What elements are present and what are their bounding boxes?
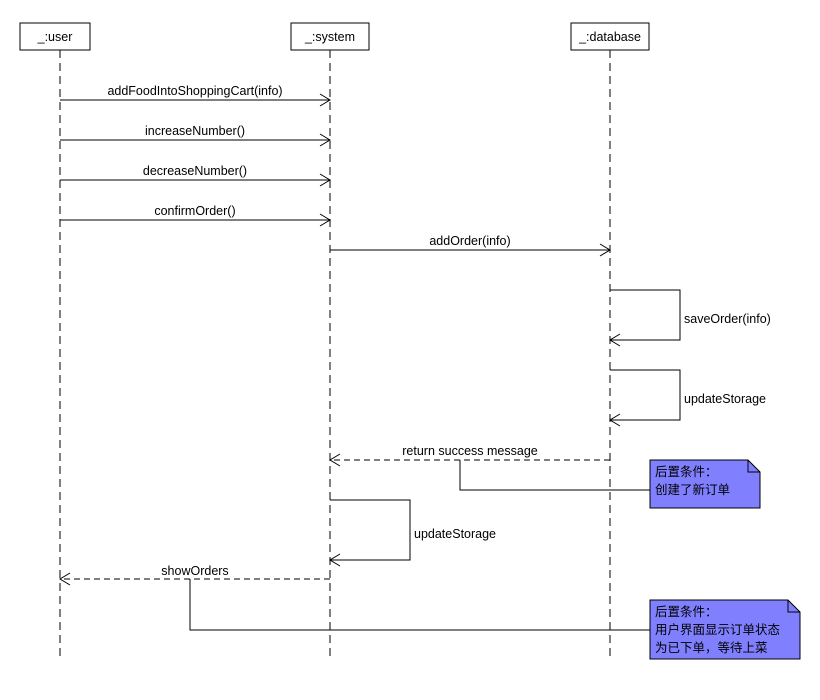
message-label: increaseNumber() [145, 124, 245, 138]
message-label: updateStorage [414, 527, 496, 541]
message-increase-number[interactable]: increaseNumber() [60, 124, 331, 147]
message-show-orders[interactable]: showOrders [59, 564, 330, 586]
message-save-order[interactable]: saveOrder(info) [609, 289, 771, 347]
note-connector [189, 579, 650, 631]
note-connector [459, 460, 650, 491]
note-line: 用户界面显示订单状态 [655, 622, 780, 637]
message-add-order[interactable]: addOrder(info) [330, 234, 611, 257]
note-line: 创建了新订单 [655, 482, 730, 497]
lifeline-user[interactable]: _:user [19, 22, 91, 51]
lifeline-database[interactable]: _:database [570, 22, 650, 51]
note-line: 后置条件： [655, 604, 718, 619]
message-label: updateStorage [684, 392, 766, 406]
message-label: addFoodIntoShoppingCart(info) [107, 84, 282, 98]
lifeline-database-label: _:database [578, 30, 641, 44]
message-label: saveOrder(info) [684, 312, 771, 326]
message-label: confirmOrder() [154, 204, 235, 218]
lifeline-system[interactable]: _:system [290, 22, 370, 51]
lifeline-system-label: _:system [304, 30, 355, 44]
message-update-storage-system[interactable]: updateStorage [329, 499, 496, 567]
message-confirm-order[interactable]: confirmOrder() [60, 204, 331, 227]
note-line: 为已下单，等待上菜 [655, 640, 768, 655]
message-label: addOrder(info) [429, 234, 510, 248]
message-label: decreaseNumber() [143, 164, 247, 178]
message-add-food[interactable]: addFoodIntoShoppingCart(info) [60, 84, 331, 107]
message-label: showOrders [161, 564, 228, 578]
lifeline-user-label: _:user [37, 30, 73, 44]
message-return-success[interactable]: return success message [329, 444, 610, 467]
note-line: 后置条件： [655, 464, 718, 479]
note-postcondition-order-created[interactable]: 后置条件： 创建了新订单 [649, 459, 761, 509]
note-postcondition-ui-status[interactable]: 后置条件： 用户界面显示订单状态 为已下单，等待上菜 [649, 599, 801, 660]
message-decrease-number[interactable]: decreaseNumber() [60, 164, 331, 187]
message-label: return success message [402, 444, 538, 458]
message-update-storage-db[interactable]: updateStorage [609, 369, 766, 427]
